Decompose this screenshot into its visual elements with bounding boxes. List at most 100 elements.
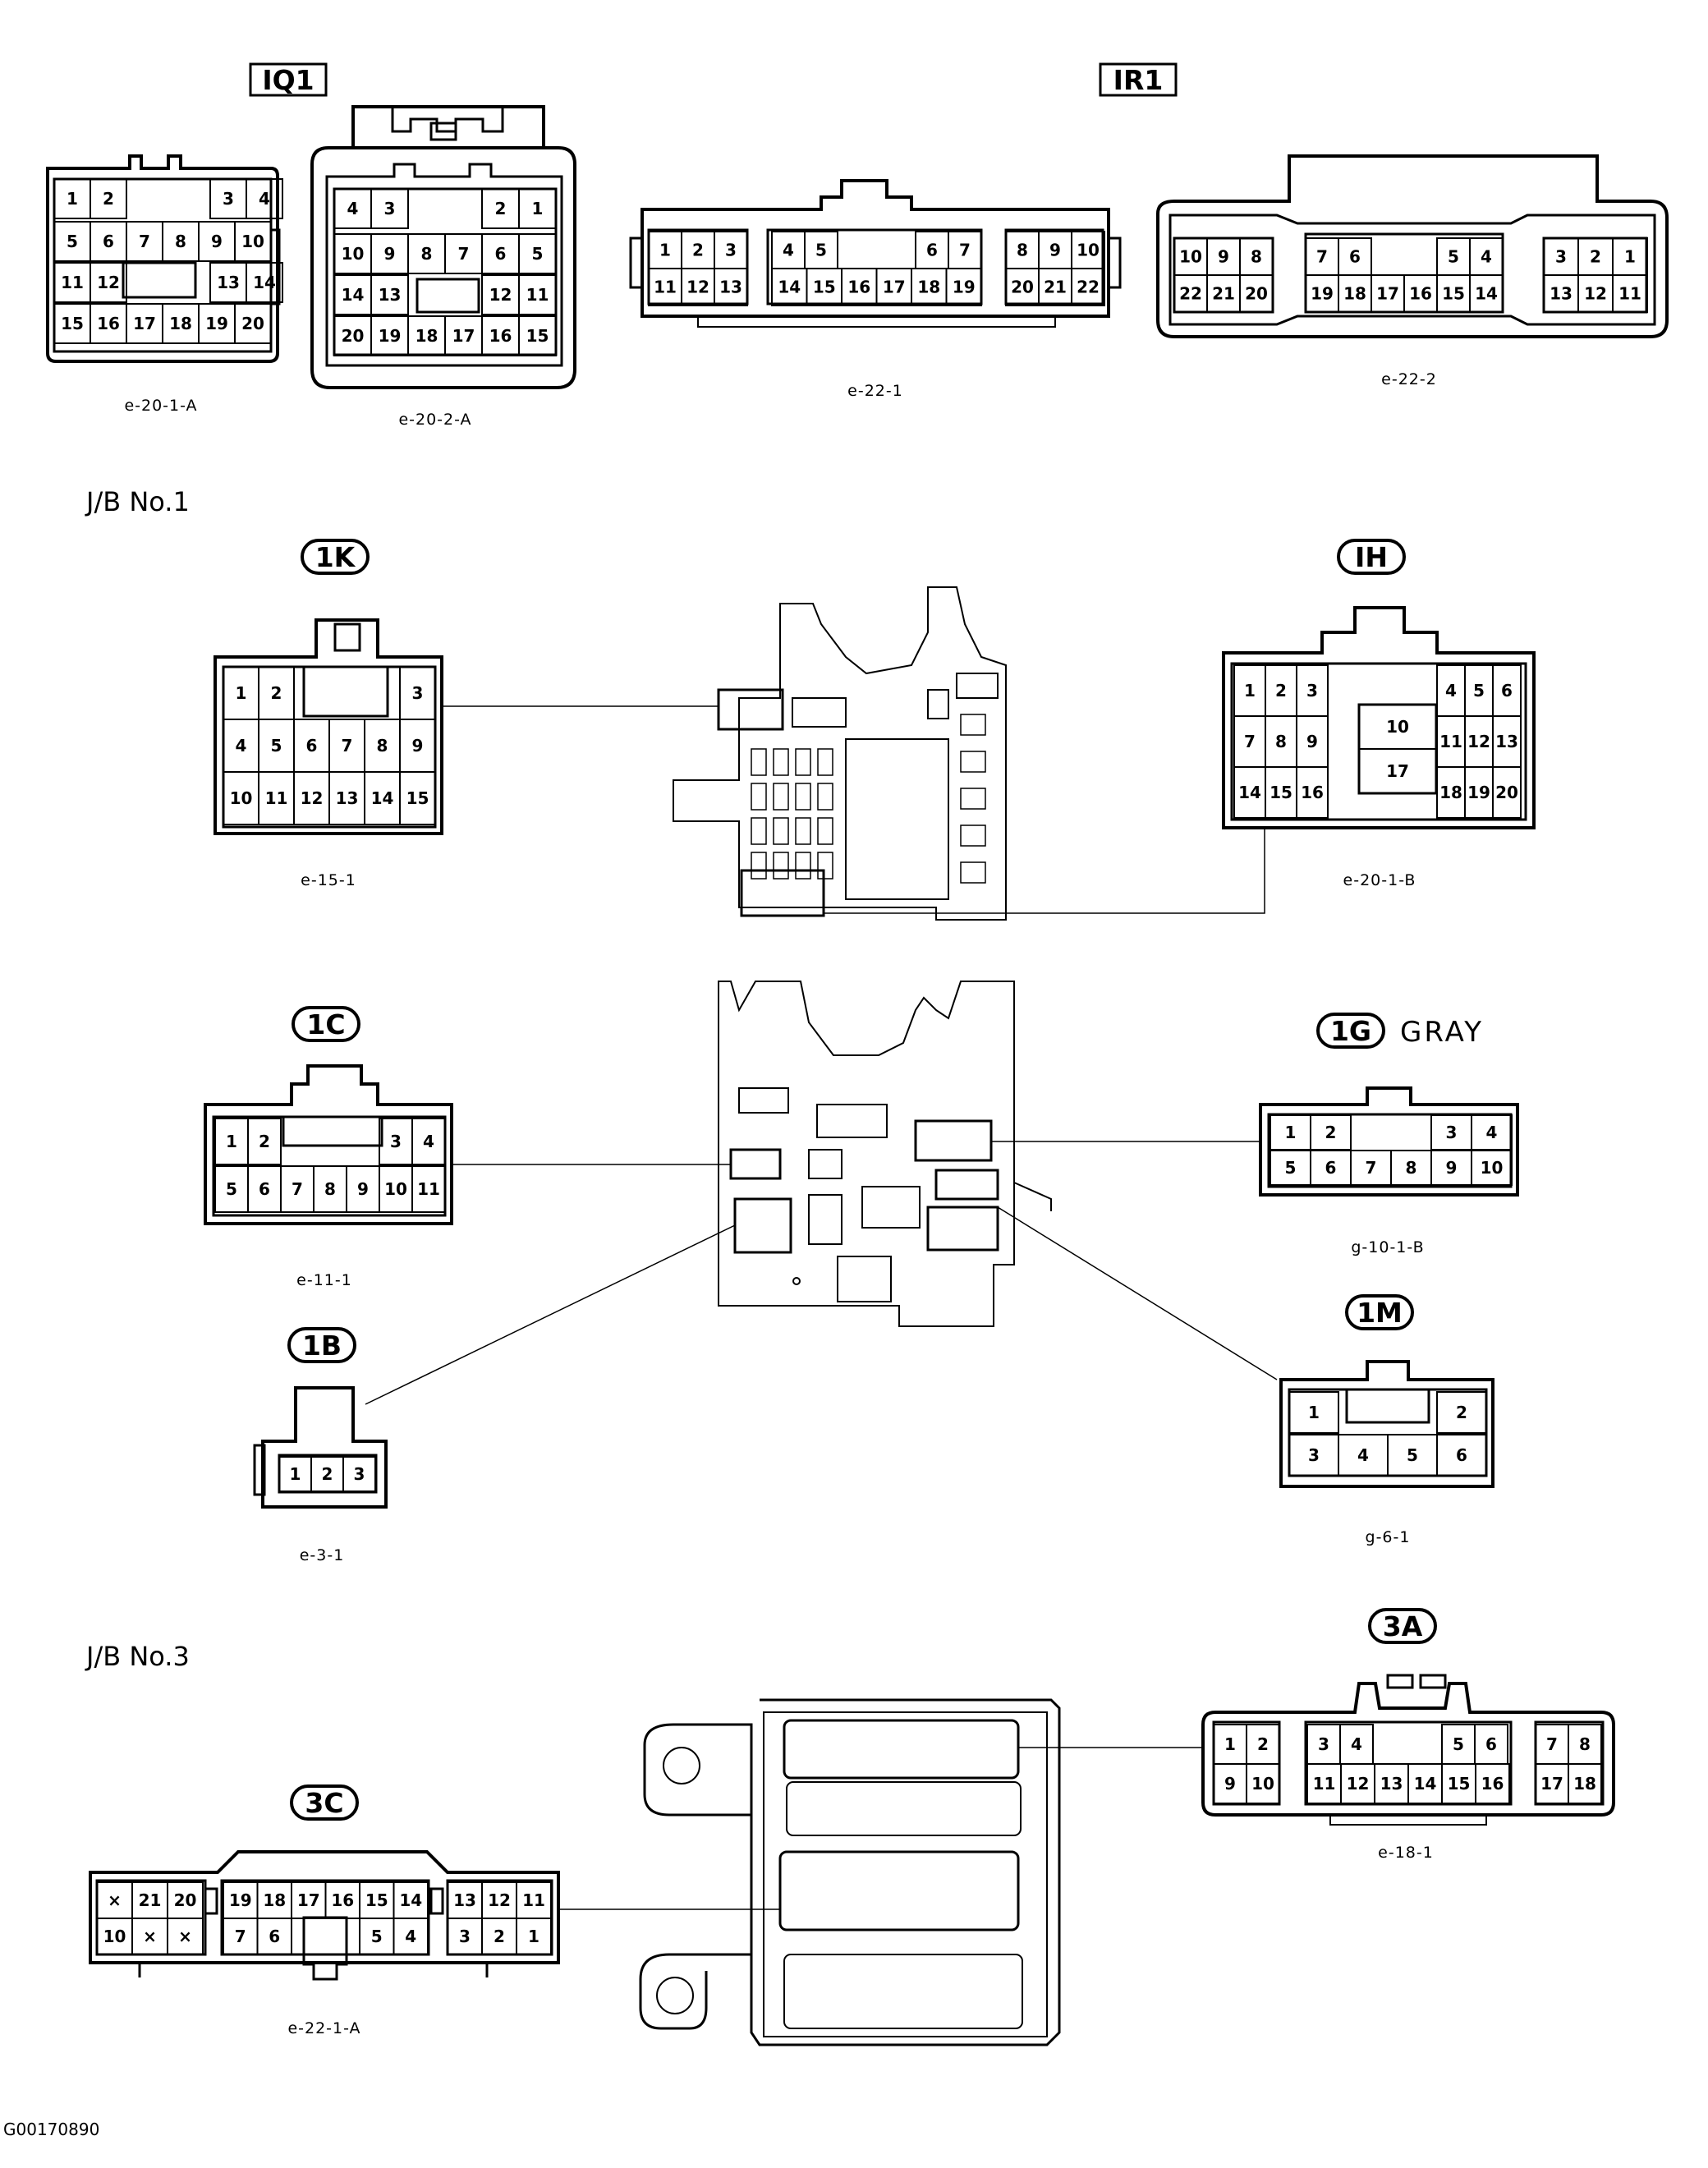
1k-cell: [399, 771, 436, 825]
ir1-a-pin: 22: [1077, 278, 1100, 297]
ir1-a-pin: 20: [1011, 278, 1034, 297]
ir1-a-cell: [714, 268, 748, 306]
iq1-a-pin: 13: [217, 273, 240, 292]
1k-pin: 6: [306, 736, 318, 756]
1g-pin: 2: [1325, 1123, 1337, 1142]
3c-pin: 14: [399, 1890, 422, 1910]
3c-pin: ×: [143, 1927, 157, 1946]
connector-1g: 1G GRAY g-10-1-B: [1259, 1013, 1519, 1256]
1b-cell: [342, 1456, 376, 1492]
3c-pin: ×: [108, 1890, 122, 1910]
iq1-b-cell: [518, 274, 557, 315]
1g-cell: [1471, 1150, 1513, 1186]
fuse-slot: [751, 852, 767, 880]
jb1-top-port-1k: [717, 688, 784, 731]
1h-pin: 12: [1467, 732, 1490, 751]
1k-pin: 10: [230, 788, 253, 808]
1k-tag-box: [301, 539, 370, 575]
1h-pin: 3: [1306, 681, 1318, 700]
1g-pin: 10: [1481, 1158, 1504, 1178]
1h-view-label: e-20-1-B: [1343, 871, 1416, 889]
ir1-a-pin: 13: [719, 278, 742, 297]
connector-1h: IH e-20-1-B: [1222, 539, 1536, 889]
leader-lines: [365, 705, 1278, 1910]
ir1-b-pin: 11: [1618, 284, 1641, 304]
fuse-slot: [795, 783, 811, 811]
iq1-a-pin: 4: [259, 189, 270, 209]
fuse-slot: [817, 783, 833, 811]
iq1-a-cell: [234, 303, 272, 344]
ir1-a-pin: 6: [926, 241, 938, 260]
1c-pin: 7: [292, 1179, 303, 1199]
ir1-view-b-label: e-22-2: [1381, 370, 1437, 388]
iq1-a-cell: [234, 221, 272, 262]
1c-pin: 2: [259, 1132, 270, 1151]
1g-pin: 6: [1325, 1158, 1337, 1178]
iq1-tag: IQ1: [262, 64, 314, 96]
ir1-a-pin: 21: [1044, 278, 1067, 297]
ir1-b-cell: [1239, 274, 1274, 313]
3a-pin: 13: [1380, 1774, 1403, 1794]
1k-pin: 4: [236, 736, 247, 756]
1c-pin: 6: [259, 1179, 270, 1199]
3a-pin: 8: [1579, 1734, 1591, 1754]
3a-pin: 18: [1573, 1774, 1596, 1794]
iq1-a-pin: 9: [211, 232, 223, 251]
ir1-a-pin: 11: [654, 278, 677, 297]
fuse-slot: [751, 748, 767, 776]
3c-pin: 18: [263, 1890, 286, 1910]
iq1-b-pin: 3: [384, 199, 396, 218]
1h-pin: 10: [1386, 717, 1409, 737]
ir1-b-pin: 10: [1179, 247, 1202, 267]
iq1-a-pin: 7: [139, 232, 150, 251]
3a-pin: 5: [1453, 1734, 1464, 1754]
connector-1m: 1M g-6-1: [1279, 1294, 1494, 1546]
iq1-b-cell: [370, 274, 409, 315]
1c-cell: [411, 1165, 446, 1213]
ir1-b-cell: [1469, 274, 1504, 313]
fuse-slot: [751, 817, 767, 845]
relay-slot: [960, 788, 986, 810]
iq1-a-cell: [246, 178, 283, 219]
iq1-view-b-label: e-20-2-A: [398, 411, 471, 429]
1h-pin: 19: [1467, 783, 1490, 802]
ir1-a-pin: 7: [959, 241, 971, 260]
ir1-b-pin: 15: [1442, 284, 1465, 304]
1c-cell: [247, 1118, 282, 1165]
3c-pin: 11: [522, 1890, 545, 1910]
1k-tag: 1K: [315, 541, 356, 573]
3a-pin: 11: [1313, 1774, 1336, 1794]
iq1-b-pin: 13: [379, 285, 402, 305]
junction-block-3: [639, 1698, 1061, 2046]
iq1-a-pin: 12: [97, 273, 120, 292]
1h-pin: 16: [1301, 783, 1324, 802]
1b-view-label: e-3-1: [300, 1546, 345, 1564]
fuse-slot: [817, 852, 833, 880]
1m-cell: [1436, 1391, 1487, 1434]
1k-pin: 3: [412, 683, 424, 703]
iq1-b-cell: [518, 315, 557, 356]
iq1-b-cell: [518, 233, 557, 274]
junction-block-1-bottom: [718, 981, 1052, 1327]
1h-tag: IH: [1355, 541, 1388, 573]
3c-pin: 15: [365, 1890, 388, 1910]
3a-pin: 6: [1485, 1734, 1497, 1754]
1g-pin: 1: [1285, 1123, 1297, 1142]
iq1-b-pin: 15: [526, 326, 549, 346]
3c-cell: [167, 1918, 204, 1955]
1g-view-label: g-10-1-B: [1351, 1238, 1424, 1256]
ir1-view-b: e-22-2: [1156, 154, 1669, 388]
1m-pin: 6: [1456, 1445, 1467, 1465]
3a-cell: [1246, 1763, 1280, 1804]
1m-tag: 1M: [1357, 1297, 1403, 1329]
iq1-b-pin: 14: [342, 285, 365, 305]
3c-tag-box: [290, 1784, 359, 1821]
ir1-a-cell: [1071, 268, 1105, 306]
1g-pin: 5: [1285, 1158, 1297, 1178]
1g-pin: 4: [1486, 1123, 1498, 1142]
iq1-view-b: e-20-2-A: [310, 105, 576, 429]
relay-slot: [960, 714, 986, 736]
iq1-a-pin: 10: [241, 232, 264, 251]
ir1-view-a-label: e-22-1: [847, 382, 903, 400]
